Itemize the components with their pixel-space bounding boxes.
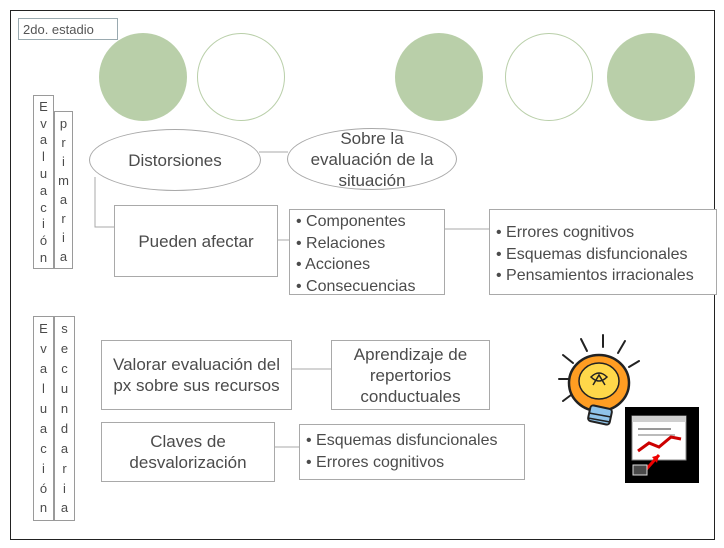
- lightbulb-icon: [558, 334, 640, 426]
- decor-circle-3: [395, 33, 483, 121]
- devaluation-item: • Esquemas disfuncionales: [306, 432, 498, 449]
- about-evaluation-ellipse: Sobre la evaluación de la situación: [287, 128, 457, 190]
- chart-presentation-icon: [625, 407, 699, 483]
- decor-circle-2: [197, 33, 285, 121]
- devaluation-keys-box: Claves de desvalorización: [101, 422, 275, 482]
- affected-item: • Relaciones: [296, 234, 386, 252]
- learning-repertoires-box: Aprendizaje de repertorios conductuales: [331, 340, 490, 410]
- errors-box: • Errores cognitivos • Esquemas disfunci…: [489, 209, 717, 295]
- error-item: • Errores cognitivos: [496, 224, 635, 241]
- assess-resources-box: Valorar evaluación del px sobre sus recu…: [101, 340, 292, 410]
- affected-item: • Acciones: [296, 256, 371, 273]
- connector-lines: [94, 151, 489, 448]
- can-affect-box: Pueden afectar: [114, 205, 278, 277]
- error-item: • Pensamientos irracionales: [496, 267, 694, 284]
- affected-item: • Componentes: [296, 213, 406, 230]
- decor-circle-1: [99, 33, 187, 121]
- stage-label: 2do. estadio: [18, 18, 118, 40]
- decor-circle-5: [607, 33, 695, 121]
- decor-circle-4: [505, 33, 593, 121]
- devaluation-items-box: • Esquemas disfuncionales • Errores cogn…: [299, 424, 525, 480]
- affected-items-box: • Componentes • Relaciones • Acciones • …: [289, 209, 445, 295]
- error-item: • Esquemas disfuncionales: [496, 245, 688, 263]
- distortions-ellipse: Distorsiones: [89, 129, 261, 191]
- affected-item: • Consecuencias: [296, 277, 416, 295]
- devaluation-item: • Errores cognitivos: [306, 453, 445, 471]
